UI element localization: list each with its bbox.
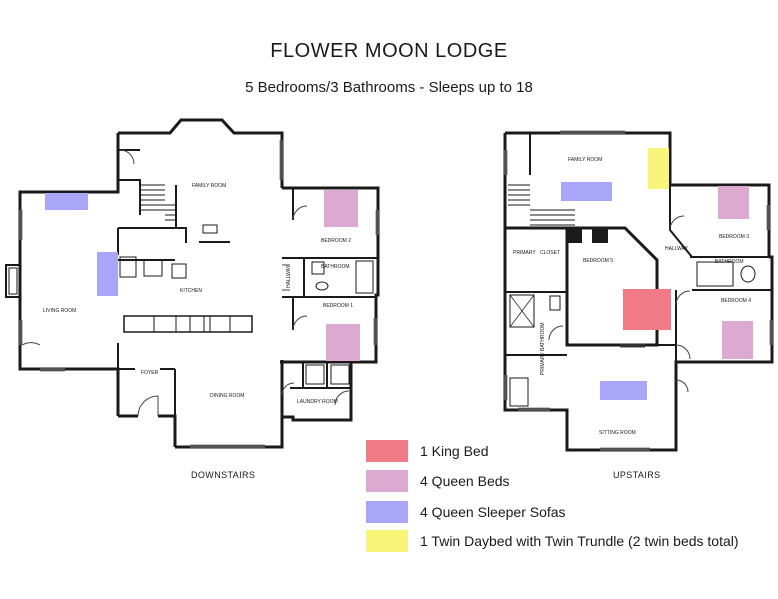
legend-label-king: 1 King Bed (420, 443, 489, 459)
downstairs-interior-walls (117, 149, 378, 447)
upstairs-doors (548, 215, 691, 393)
up-bedroom-5-label: BEDROOM 5 (583, 258, 613, 264)
up-bedroom-4-label: BEDROOM 4 (721, 298, 751, 304)
dn-foyer-label: FOYER (141, 370, 159, 376)
up-closet-label: CLOSET (540, 250, 560, 256)
downstairs-doors (21, 149, 350, 417)
legend-swatch-twin (366, 530, 408, 552)
upstairs-labels: FAMILY ROOM PRIMARY CLOSET BEDROOM 5 HAL… (513, 157, 751, 436)
up-bedroom-3-queen-bed (718, 186, 749, 219)
legend-item-king: 1 King Bed (366, 439, 489, 463)
legend-label-sofa: 4 Queen Sleeper Sofas (420, 504, 566, 520)
page-title: FLOWER MOON LODGE (270, 40, 508, 62)
dn-hallway-label: HALLWAY (286, 264, 292, 288)
legend-swatch-king (366, 440, 408, 462)
dn-bedroom-2-queen-bed (324, 190, 358, 227)
dn-dining-room-label: DINING ROOM (210, 393, 244, 399)
dn-bedroom-1-queen-bed (326, 324, 360, 361)
up-hallway-label: HALLWAY (665, 246, 689, 252)
up-family-room-sofa (561, 182, 612, 201)
up-primary-bathroom-label: PRIMARY BATHROOM (540, 322, 546, 375)
downstairs-caption: DOWNSTAIRS (191, 470, 256, 480)
up-bedroom-5-king-bed (623, 289, 671, 330)
page-subtitle: 5 Bedrooms/3 Bathrooms - Sleeps up to 18 (245, 79, 533, 96)
dn-kitchen-label: KITCHEN (180, 288, 202, 294)
up-family-room-twin-daybed (648, 148, 669, 189)
downstairs-windows (19, 140, 379, 448)
upstairs-caption: UPSTAIRS (613, 470, 661, 480)
upstairs-interior-walls (505, 133, 772, 407)
legend-item-queen: 4 Queen Beds (366, 469, 510, 493)
dn-bedroom-1-label: BEDROOM 1 (323, 303, 353, 309)
dn-bedroom-2-label: BEDROOM 2 (321, 238, 351, 244)
dn-bathroom-label: BATHROOM (321, 264, 350, 270)
legend-swatch-sofa (366, 501, 408, 523)
dn-living-room-sofa-top (45, 193, 88, 210)
up-bathroom-label: BATHROOM (715, 259, 744, 265)
legend-swatch-queen (366, 470, 408, 492)
up-sitting-room-sofa (600, 381, 647, 400)
legend-item-sofa: 4 Queen Sleeper Sofas (366, 500, 566, 524)
up-primary-label: PRIMARY (513, 250, 536, 256)
downstairs-plan (5, 118, 380, 449)
upstairs-windows (504, 130, 773, 451)
dn-living-room-sofa-side (97, 252, 118, 296)
legend-label-twin: 1 Twin Daybed with Twin Trundle (2 twin … (420, 533, 739, 549)
legend-item-twin: 1 Twin Daybed with Twin Trundle (2 twin … (366, 529, 739, 553)
dn-living-room-label: LIVING ROOM (43, 308, 76, 314)
up-bedroom-4-queen-bed (722, 321, 753, 359)
legend-label-queen: 4 Queen Beds (420, 473, 510, 489)
dn-family-room-label: FAMILY ROOM (192, 183, 226, 189)
dn-laundry-room-label: LAUNDRY ROOM (297, 399, 338, 405)
up-sitting-room-label: SITTING ROOM (599, 430, 636, 436)
up-bedroom-3-label: BEDROOM 3 (719, 234, 749, 240)
up-family-room-label: FAMILY ROOM (568, 157, 602, 163)
downstairs-labels: FAMILY ROOM LIVING ROOM KITCHEN FOYER DI… (43, 183, 353, 405)
